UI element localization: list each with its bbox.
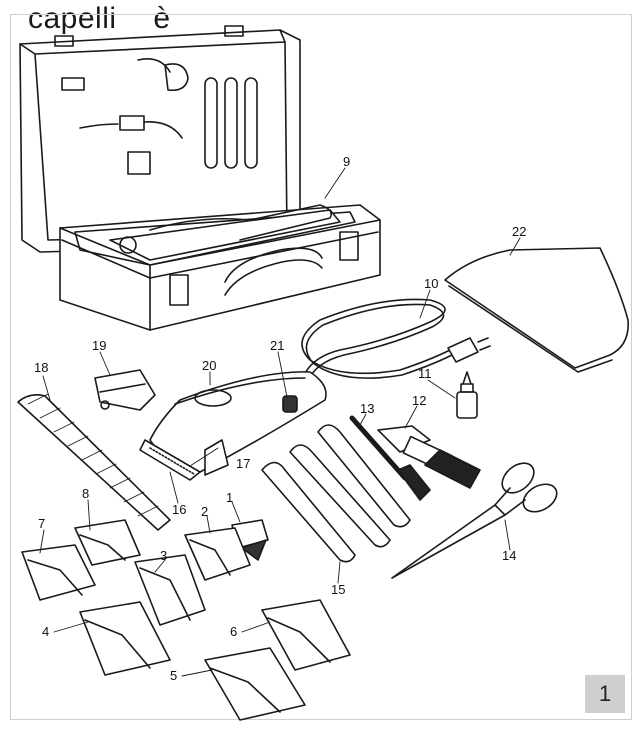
header-word-2: è <box>153 2 171 35</box>
callout-12: 12 <box>412 393 426 408</box>
callout-14: 14 <box>502 548 516 563</box>
blade-guard-illustration <box>94 369 156 411</box>
callout-7: 7 <box>38 516 45 531</box>
carry-case-illustration <box>19 25 381 331</box>
hair-clips-illustration <box>261 424 411 563</box>
comb-illustration <box>17 393 171 531</box>
cleaning-cloth-illustration <box>444 247 629 373</box>
cleaning-brush-illustration <box>377 425 481 489</box>
callout-8: 8 <box>82 486 89 501</box>
callout-22: 22 <box>512 224 526 239</box>
figure-number-badge: 1 <box>585 675 625 713</box>
callout-17: 17 <box>236 456 250 471</box>
figure-frame <box>10 14 632 720</box>
callout-2: 2 <box>201 504 208 519</box>
callout-10: 10 <box>424 276 438 291</box>
callout-16: 16 <box>172 502 186 517</box>
power-cord-illustration <box>299 298 491 398</box>
callout-3: 3 <box>160 548 167 563</box>
callout-labels: 1 2 3 4 5 6 7 8 9 10 11 12 13 14 15 16 1… <box>34 154 526 683</box>
hair-clipper-illustration <box>139 371 327 481</box>
callout-9: 9 <box>343 154 350 169</box>
callout-5: 5 <box>170 668 177 683</box>
scissors-illustration <box>391 462 558 579</box>
page-header: capelli è <box>28 2 199 36</box>
callout-13: 13 <box>360 401 374 416</box>
callout-21: 21 <box>270 338 284 353</box>
callout-18: 18 <box>34 360 48 375</box>
callout-11: 11 <box>418 366 432 381</box>
header-word-1: capelli <box>28 2 117 35</box>
callout-4: 4 <box>42 624 49 639</box>
callout-15: 15 <box>331 582 345 597</box>
attachment-combs-illustration <box>21 519 351 721</box>
callout-19: 19 <box>92 338 106 353</box>
oil-bottle-illustration <box>456 371 478 419</box>
callout-leaders <box>39 167 521 677</box>
neck-brush-illustration <box>349 415 431 501</box>
callout-20: 20 <box>202 358 216 373</box>
callout-1: 1 <box>226 490 233 505</box>
callout-6: 6 <box>230 624 237 639</box>
